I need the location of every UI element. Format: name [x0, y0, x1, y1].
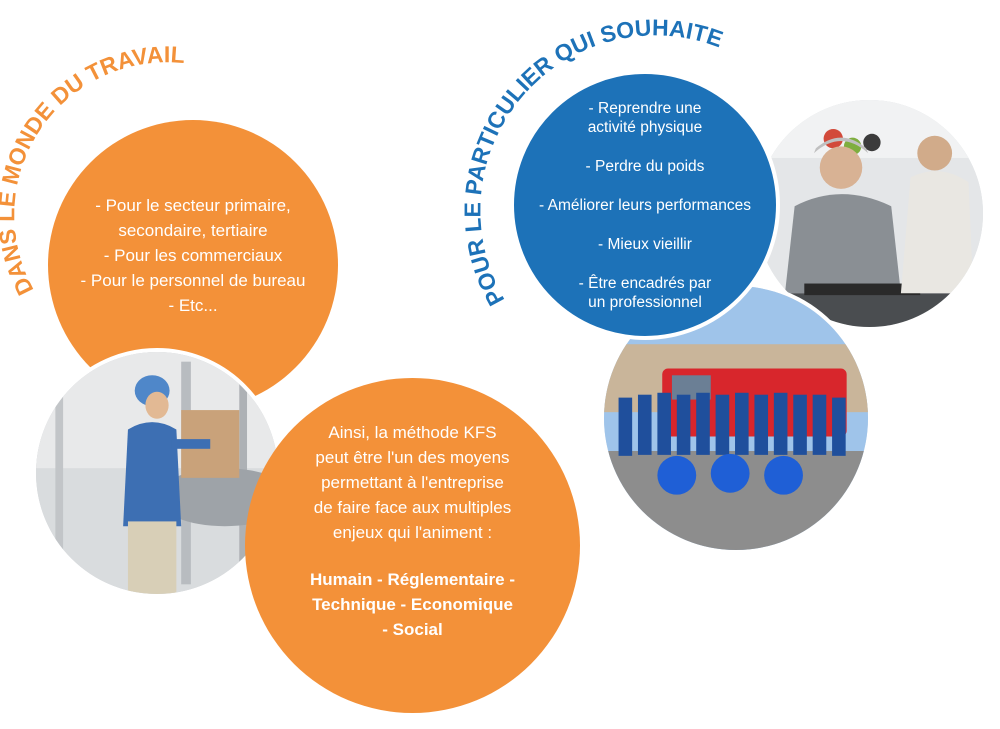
senior-scene-icon [756, 100, 983, 327]
kfs-line: de faire face aux multiples [313, 497, 512, 517]
individual-item-line: - Perdre du poids [585, 157, 705, 175]
kfs-line: enjeux qui l'animent : [332, 522, 493, 542]
individual-item-line: un professionnel [588, 293, 702, 311]
work-line: - Pour le secteur primaire, [95, 195, 291, 215]
individual-item-line: - Améliorer leurs performances [539, 196, 751, 214]
individual-item-line: activité physique [587, 118, 703, 136]
kfs-circle: Ainsi, la méthode KFS peut être l'un des… [245, 378, 580, 713]
kfs-line: peut être l'un des moyens [315, 447, 510, 467]
factory-worker-photo [32, 348, 282, 598]
individual-list: - Reprendre une activité physique - Perd… [539, 99, 751, 312]
kfs-bold-line: Humain - Réglementaire - [310, 569, 515, 589]
individual-item-line: - Mieux vieillir [598, 235, 692, 253]
kfs-bold-line: - Social [382, 619, 443, 639]
kfs-bold-line: Technique - Economique [312, 594, 513, 614]
work-text: - Pour le secteur primaire, secondaire, … [81, 193, 306, 318]
kfs-line: Ainsi, la méthode KFS [328, 422, 497, 442]
factory-scene-icon [36, 352, 278, 594]
individual-item: - Améliorer leurs performances [539, 196, 751, 215]
work-circle: - Pour le secteur primaire, secondaire, … [48, 120, 338, 410]
individual-circle: - Reprendre une activité physique - Perd… [510, 70, 780, 340]
senior-exercise-photo [752, 96, 987, 331]
individual-item: - Perdre du poids [539, 157, 751, 176]
individual-item-line: - Être encadrés par [578, 274, 712, 292]
kfs-text: Ainsi, la méthode KFS peut être l'un des… [310, 420, 515, 642]
work-line: - Pour le personnel de bureau [80, 270, 306, 290]
individual-item: - Être encadrés par un professionnel [539, 274, 751, 312]
individual-item-line: - Reprendre une [588, 99, 702, 117]
individual-item: - Mieux vieillir [539, 235, 751, 254]
spacer [310, 545, 515, 567]
work-line: - Etc... [168, 295, 218, 315]
work-line: - Pour les commerciaux [103, 245, 283, 265]
individual-item: - Reprendre une activité physique [539, 99, 751, 137]
kfs-line: permettant à l'entreprise [321, 472, 504, 492]
work-line: secondaire, tertiaire [118, 220, 268, 240]
